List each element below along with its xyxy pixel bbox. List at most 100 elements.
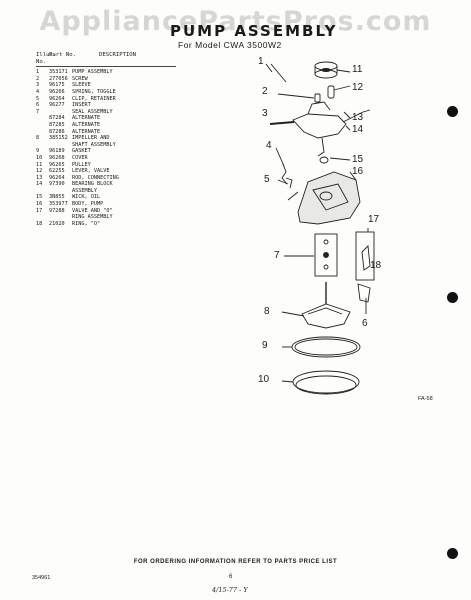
part-no-cell: 96266	[49, 88, 65, 95]
description-cell: VALVE AND "O"	[72, 207, 113, 214]
binder-hole-middle	[447, 292, 458, 303]
illus-no-cell: 9	[36, 148, 40, 155]
description-cell: SLEEVE	[72, 82, 91, 89]
part-no-cell: 87285	[49, 121, 65, 128]
callout-18: 18	[370, 260, 382, 271]
callout-4: 4	[266, 140, 272, 151]
header-rule	[36, 66, 176, 68]
description-cell: RING, "O"	[72, 220, 101, 227]
table-row: 87285 ALTERNATE	[36, 122, 176, 129]
description-cell: BODY, PUMP	[72, 201, 104, 208]
description-cell: ALTERNATE	[72, 128, 101, 135]
callout-2: 2	[262, 86, 268, 97]
part-no-cell: 3N855	[49, 194, 65, 201]
illus-no-cell: 8	[36, 135, 40, 142]
col-description: DESCRIPTION	[99, 52, 137, 58]
description-cell: ALTERNATE	[72, 121, 101, 128]
illus-no-cell: 7	[36, 108, 40, 115]
part-no-cell	[49, 109, 72, 116]
illus-no-cell: 18	[36, 220, 43, 227]
part-no-cell	[49, 188, 72, 195]
illus-no-cell	[36, 122, 49, 129]
illus-no-cell	[36, 188, 49, 195]
callout-12: 12	[352, 82, 364, 93]
col-part-no: Part No.	[49, 52, 76, 58]
description-cell: GASKET	[72, 148, 91, 155]
bearing-block	[292, 113, 347, 139]
description-cell: SCREW	[72, 75, 88, 82]
table-row: 87286 ALTERNATE	[36, 129, 176, 136]
illus-no-cell	[36, 129, 49, 136]
part-no-cell	[49, 142, 72, 149]
description-cell: LEVER, VALVE	[72, 168, 110, 175]
callout-3: 3	[262, 108, 268, 119]
illus-no-cell: 16	[36, 201, 43, 208]
part-no-cell: 96175	[49, 82, 65, 89]
illus-no-cell	[36, 142, 49, 149]
description-cell: COVER	[72, 154, 88, 161]
illus-no-cell: 10	[36, 154, 43, 161]
table-row: 16 353977 BODY, PUMP	[36, 201, 176, 208]
callout-14: 14	[352, 124, 364, 135]
col-illus-no: Illus. No.	[36, 52, 57, 65]
part-no-cell: 96264	[49, 95, 65, 102]
callout-1: 1	[258, 56, 264, 67]
lever-part	[327, 85, 335, 99]
gasket	[291, 336, 361, 358]
callout-16: 16	[352, 166, 364, 177]
table-row: RING ASSEMBLY	[36, 214, 176, 221]
part-no-cell: 385152	[49, 135, 68, 142]
illus-no-cell: 12	[36, 168, 43, 175]
part-no-cell: 96265	[49, 161, 65, 168]
table-row: 15 3N855 WICK, OIL	[36, 194, 176, 201]
description-cell: ROD, CONNECTING	[72, 174, 119, 181]
part-no-cell: 353977	[49, 201, 68, 208]
description-cell: WICK, OIL	[72, 194, 101, 201]
part-no-cell: 87286	[49, 128, 65, 135]
description-cell: BEARING BLOCK	[72, 181, 113, 188]
description-cell: ASSEMBLY	[72, 187, 97, 194]
illus-no-cell: 15	[36, 194, 43, 201]
document-code: 354961	[32, 575, 51, 581]
illus-no-cell: 17	[36, 207, 43, 214]
illus-no-cell: 6	[36, 102, 40, 109]
callout-9: 9	[262, 340, 268, 351]
ordering-note: FOR ORDERING INFORMATION REFER TO PARTS …	[133, 559, 338, 565]
description-cell: SEAL ASSEMBLY	[72, 108, 113, 115]
part-no-cell: 96264	[49, 174, 65, 181]
part-no-cell: 97288	[49, 207, 65, 214]
table-row: 7 SEAL ASSEMBLY	[36, 109, 176, 116]
binder-hole-top	[447, 106, 458, 117]
model-subtitle: For Model CWA 3500W2	[178, 40, 282, 50]
seal-assembly	[314, 233, 338, 277]
callout-13: 13	[352, 112, 364, 123]
description-cell: SPRING, TOGGLE	[72, 88, 116, 95]
part-no-cell: 97390	[49, 181, 65, 188]
callout-10: 10	[258, 374, 270, 385]
handwritten-note: 4/15-77 - Y	[212, 586, 248, 594]
description-cell: ALTERNATE	[72, 115, 101, 122]
table-row: 10 96268 COVER	[36, 155, 176, 162]
part-no-cell: 96268	[49, 154, 65, 161]
description-cell: INSERT	[72, 102, 91, 109]
illus-no-cell	[36, 115, 49, 122]
illus-no-cell: 14	[36, 181, 43, 188]
part-no-cell: 87284	[49, 115, 65, 122]
description-cell: CLIP, RETAINER	[72, 95, 116, 102]
cover	[292, 370, 360, 394]
callout-5: 5	[264, 174, 270, 185]
valve-assembly	[355, 231, 375, 281]
part-no-cell: 277056	[49, 75, 68, 82]
pump-exploded-diagram	[265, 61, 375, 395]
diagram-code: FA-58	[418, 396, 433, 402]
callout-15: 15	[352, 154, 364, 165]
